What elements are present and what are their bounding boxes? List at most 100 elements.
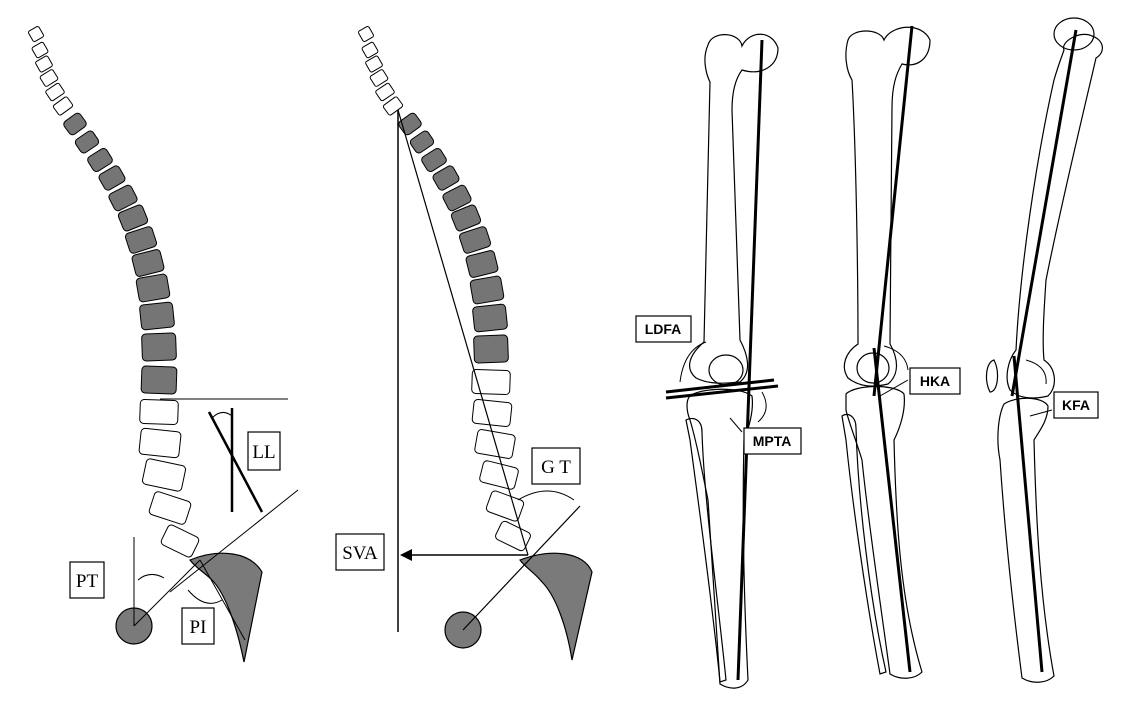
vertebra bbox=[442, 184, 472, 212]
label-pt: PT bbox=[69, 561, 105, 599]
patella-3 bbox=[985, 359, 999, 393]
pi-angle-arc bbox=[187, 589, 223, 604]
ll-upper-perpendicular bbox=[207, 411, 264, 513]
vertebra bbox=[98, 165, 126, 191]
tibial-mechanical-axis-2 bbox=[872, 347, 912, 673]
vertebra bbox=[52, 96, 74, 116]
label-kfa: KFA bbox=[1053, 391, 1099, 419]
svg-text:PT: PT bbox=[76, 571, 99, 592]
spine-panel-middle: G T SVA bbox=[335, 26, 593, 661]
spine-middle-vertebrae bbox=[358, 26, 531, 552]
leg-panel-kfa bbox=[985, 17, 1103, 683]
vertebra bbox=[63, 112, 87, 136]
vertebra bbox=[382, 96, 404, 116]
femur-outline-3 bbox=[1006, 33, 1103, 399]
spine-panel-left: LL PT PI bbox=[28, 26, 299, 663]
vertebra bbox=[31, 41, 49, 59]
vertebra bbox=[108, 184, 138, 212]
ldfa-angle-arc bbox=[679, 341, 707, 383]
vertebra bbox=[369, 69, 389, 87]
leg-panel-hka bbox=[841, 26, 931, 679]
vertebra bbox=[45, 82, 65, 102]
vertebra bbox=[28, 26, 44, 42]
vertebra bbox=[39, 69, 59, 87]
vertebra bbox=[141, 332, 177, 362]
leg-2-axes bbox=[872, 25, 914, 673]
vertebra bbox=[421, 147, 447, 173]
tibia-outline-1 bbox=[686, 388, 753, 689]
svg-text:MPTA: MPTA bbox=[753, 433, 792, 449]
vertebra bbox=[148, 491, 192, 525]
femoral-joint-line-1 bbox=[665, 378, 775, 394]
vertebra bbox=[74, 130, 100, 154]
vertebra bbox=[35, 55, 53, 73]
vertebra bbox=[140, 365, 178, 395]
vertebra bbox=[141, 458, 187, 492]
femur-outline-1 bbox=[688, 33, 779, 384]
vertebra bbox=[358, 26, 374, 42]
vertebra bbox=[479, 460, 519, 490]
femur-outline-2 bbox=[843, 26, 931, 387]
vertebra bbox=[473, 334, 509, 364]
svg-text:SVA: SVA bbox=[342, 543, 378, 564]
label-ll: LL bbox=[247, 431, 281, 471]
vertebra bbox=[124, 226, 158, 254]
vertebra bbox=[138, 427, 182, 459]
fibula-1 bbox=[685, 417, 727, 683]
sva-arrowhead bbox=[400, 549, 412, 561]
vertebra bbox=[160, 524, 200, 558]
femoral-axis-3 bbox=[1010, 29, 1078, 397]
mpta-angle-arc bbox=[757, 391, 767, 423]
tibia-outline-3 bbox=[997, 397, 1055, 683]
mechanical-axis-1 bbox=[736, 39, 764, 681]
femoral-mechanical-axis-2 bbox=[872, 25, 914, 397]
vertebra bbox=[135, 273, 171, 303]
vertebra bbox=[485, 490, 525, 522]
sacral-perpendicular bbox=[199, 559, 246, 641]
leg-3-axes bbox=[1010, 29, 1078, 673]
label-hka: HKA bbox=[909, 367, 961, 395]
svg-text:LDFA: LDFA bbox=[645, 321, 682, 337]
leg-panel-ldfa-mpta bbox=[685, 33, 779, 689]
hka-leader bbox=[879, 379, 909, 397]
pi-line bbox=[133, 559, 201, 627]
sacral-tangent-line bbox=[462, 505, 581, 631]
vertebra bbox=[495, 520, 531, 552]
vertebra bbox=[409, 130, 435, 154]
sacral-endplate-line bbox=[169, 489, 299, 593]
svg-text:PI: PI bbox=[190, 617, 207, 638]
tibial-joint-line-1 bbox=[665, 384, 779, 400]
vertebra bbox=[432, 165, 460, 191]
kfa-angle-arc bbox=[1025, 359, 1047, 385]
vertebra bbox=[361, 41, 379, 59]
vertebra bbox=[87, 147, 113, 173]
sacrum-middle bbox=[519, 552, 593, 661]
vertebra bbox=[139, 301, 175, 331]
label-gt: G T bbox=[531, 447, 581, 485]
svg-text:KFA: KFA bbox=[1062, 397, 1090, 413]
mpta-leader bbox=[729, 417, 743, 433]
tibia-outline-2 bbox=[845, 385, 923, 679]
vertebra bbox=[365, 55, 383, 73]
svg-text:G T: G T bbox=[541, 457, 571, 478]
svg-text:LL: LL bbox=[252, 442, 275, 463]
vertebra bbox=[471, 368, 511, 396]
vertebra bbox=[465, 250, 499, 278]
vertebra bbox=[375, 82, 395, 102]
ll-angle-arc bbox=[211, 412, 233, 419]
hka-angle-arc bbox=[883, 345, 909, 371]
pt-angle-arc bbox=[137, 574, 165, 581]
vertebra bbox=[139, 398, 179, 426]
vertebra bbox=[398, 112, 422, 136]
spine-left-vertebrae bbox=[28, 26, 200, 558]
label-sva: SVA bbox=[335, 533, 385, 571]
fibula-2 bbox=[841, 413, 887, 675]
kfa-leader bbox=[1029, 409, 1053, 417]
label-mpta: MPTA bbox=[743, 427, 802, 455]
sacrum-left bbox=[189, 552, 263, 663]
vertebra bbox=[450, 204, 482, 232]
svg-text:HKA: HKA bbox=[920, 373, 950, 389]
label-pi: PI bbox=[181, 607, 215, 645]
